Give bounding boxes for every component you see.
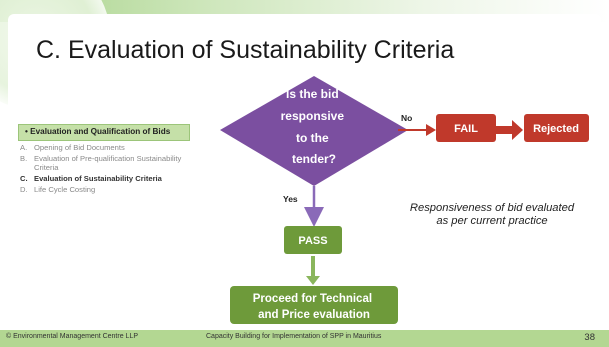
agenda-item-text: Life Cycle Costing (34, 185, 96, 194)
agenda-sidebar: • Evaluation and Qualification of Bids A… (18, 124, 190, 194)
rejected-box (524, 114, 589, 142)
agenda-item-text: Opening of Bid Documents (34, 143, 125, 152)
proceed-line-2: and Price evaluation (258, 309, 370, 321)
pass-text: PASS (298, 235, 327, 247)
agenda-item-b: B. Evaluation of Pre-qualification Susta… (18, 154, 190, 172)
proceed-text: Proceed for Technical and Price evaluati… (253, 293, 376, 321)
agenda-item-c-active: C. Evaluation of Sustainability Criteria (18, 174, 190, 183)
proceed-line-1: Proceed for Technical (253, 293, 372, 305)
footer-bar: © Environmental Management Centre LLP Ca… (0, 330, 609, 347)
slide-title: C. Evaluation of Sustainability Criteria (36, 36, 455, 64)
rejected-text: Rejected (533, 123, 579, 135)
decision-line-2: responsive (281, 109, 345, 123)
no-label: No (401, 113, 413, 123)
agenda-header-text: • Evaluation and Qualification of Bids (25, 127, 171, 136)
no-connector-arrowhead (426, 124, 436, 136)
agenda-item-letter: A. (20, 143, 28, 152)
proceed-box (230, 286, 398, 324)
agenda-item-letter: B. (20, 154, 28, 163)
agenda-item-letter: D. (20, 185, 28, 194)
decision-text: Is the bid responsive to the tender? (281, 87, 348, 166)
pass-to-proceed-arrow (306, 256, 320, 285)
decision-line-4: tender? (292, 152, 336, 166)
pass-box (284, 226, 342, 254)
fail-text: FAIL (454, 123, 478, 135)
decision-line-3: to the (296, 131, 329, 145)
decision-line-1: Is the bid (286, 87, 339, 101)
fail-to-rejected-arrow (496, 120, 523, 140)
agenda-item-d: D. Life Cycle Costing (18, 185, 190, 194)
footer-copyright: © Environmental Management Centre LLP (6, 333, 139, 340)
footer-project: Capacity Building for Implementation of … (206, 333, 382, 340)
agenda-item-text: Evaluation of Pre-qualification Sustaina… (34, 154, 182, 172)
agenda-item-text: Evaluation of Sustainability Criteria (34, 174, 162, 183)
agenda-item-letter: C. (20, 174, 28, 183)
fail-box (436, 114, 496, 142)
page-number: 38 (584, 332, 595, 343)
agenda-item-a: A. Opening of Bid Documents (18, 143, 190, 152)
responsiveness-note: Responsiveness of bid evaluated as per c… (409, 202, 575, 227)
yes-label: Yes (283, 194, 298, 204)
agenda-header: • Evaluation and Qualification of Bids (18, 124, 190, 141)
decision-diamond (220, 76, 408, 186)
